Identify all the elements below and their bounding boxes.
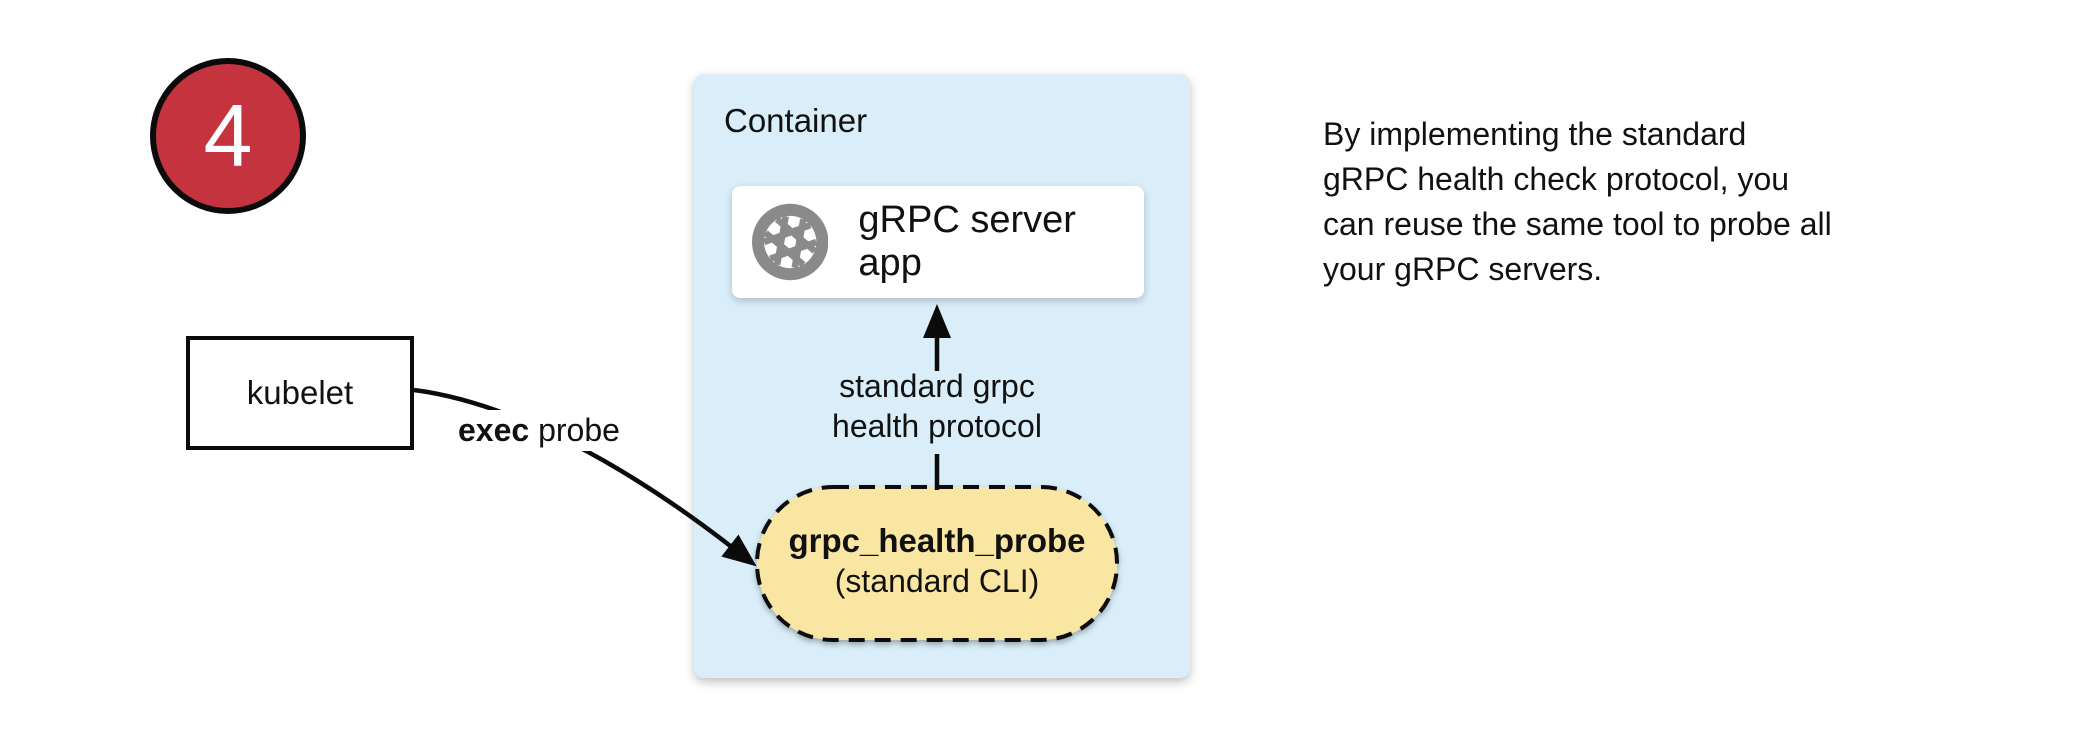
container-title: Container <box>724 102 868 139</box>
step-number: 4 <box>203 86 253 185</box>
aperture-icon <box>752 203 829 281</box>
grpc-server-app-box: gRPC server app <box>732 186 1144 298</box>
note-text: By implementing the standard gRPC health… <box>1323 112 1903 292</box>
grpc-health-probe-subtitle: (standard CLI) <box>834 563 1040 599</box>
grpc-server-app-label: gRPC server app <box>858 199 1076 284</box>
exec-probe-label-normal: probe <box>529 412 620 448</box>
note-line: your gRPC servers. <box>1323 251 1603 287</box>
note-line: By implementing the standard <box>1323 116 1747 152</box>
step-badge: 4 <box>150 58 306 214</box>
grpc-health-probe-title: grpc_health_probe <box>788 522 1086 559</box>
note-line: can reuse the same tool to probe all <box>1323 206 1832 242</box>
protocol-label-line2: health protocol <box>832 408 1042 444</box>
protocol-label-line1: standard grpc <box>839 368 1035 404</box>
exec-probe-label: exec probe <box>448 410 630 451</box>
kubelet-box: kubelet <box>186 336 414 450</box>
exec-probe-label-bold: exec <box>458 412 530 448</box>
grpc-health-probe-pill: grpc_health_probe (standard CLI) <box>757 520 1117 600</box>
note-line: gRPC health check protocol, you <box>1323 161 1790 197</box>
protocol-label: standard grpc health protocol <box>787 366 1087 446</box>
kubelet-label: kubelet <box>246 374 354 411</box>
